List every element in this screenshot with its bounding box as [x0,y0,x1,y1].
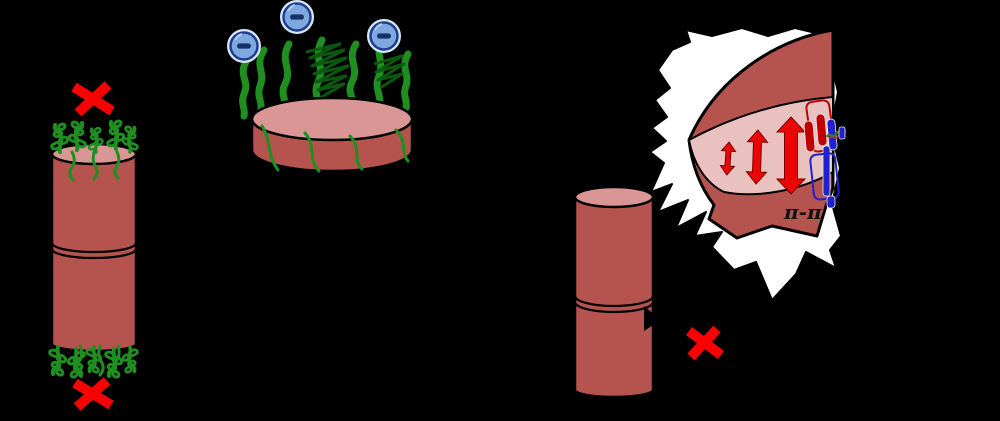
red-chromophore-rod-icon [803,120,816,153]
pi-pi-label: π-π [783,200,822,224]
pi-stacking-arrows [719,116,807,195]
right-cylinder-body [573,195,655,399]
right-assembly [573,185,724,399]
right-cylinder-seam [573,295,655,308]
dense-chain-scribble [305,42,350,100]
blue-linker-icon [838,126,846,140]
bottom-polymer-tufts [47,344,140,380]
blue-foot-icon [826,195,836,209]
right-cylinder-seam [573,301,655,314]
negative-charge-2 [280,0,314,34]
no-lateral-aggregation-cross-icon [686,325,724,361]
top-polymer-tufts [49,118,140,182]
blue-backbone-bar-icon [822,145,831,197]
disk-top-face [250,96,414,142]
stacking-arrow-small-icon [719,141,737,176]
disk-face-strands [260,124,410,173]
no-stacking-cross-bottom-icon [72,377,114,411]
magnifier-callout: π-π [649,27,847,301]
negative-charge-1 [227,29,261,63]
charged-disk [227,0,414,173]
left-cylinder-seam [50,248,138,260]
right-cylinder-top-face [573,185,655,209]
stacking-arrow-medium-icon [745,129,769,185]
no-stacking-cross-top-icon [71,81,115,117]
negative-charge-3 [367,19,401,53]
left-cylinder-seam [50,242,138,254]
molecule-annotation [803,99,847,209]
left-assembly [47,81,140,411]
red-chromophore-rod-icon [815,113,828,147]
stacking-arrow-large-icon [775,116,807,195]
callout-pointer-wedge [644,306,661,331]
